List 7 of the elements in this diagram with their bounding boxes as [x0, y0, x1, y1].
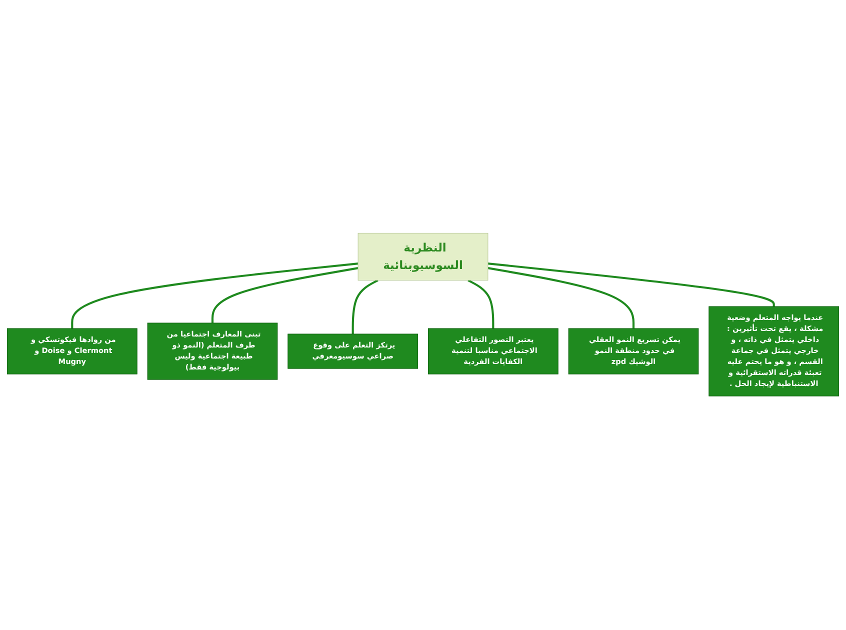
connector: [211, 267, 358, 324]
connector: [488, 262, 775, 307]
connector: [352, 280, 378, 334]
connector: [71, 262, 358, 329]
connector: [488, 267, 635, 329]
connector: [468, 280, 494, 329]
node-box: النظرية السوسيوبنائية: [358, 233, 488, 281]
